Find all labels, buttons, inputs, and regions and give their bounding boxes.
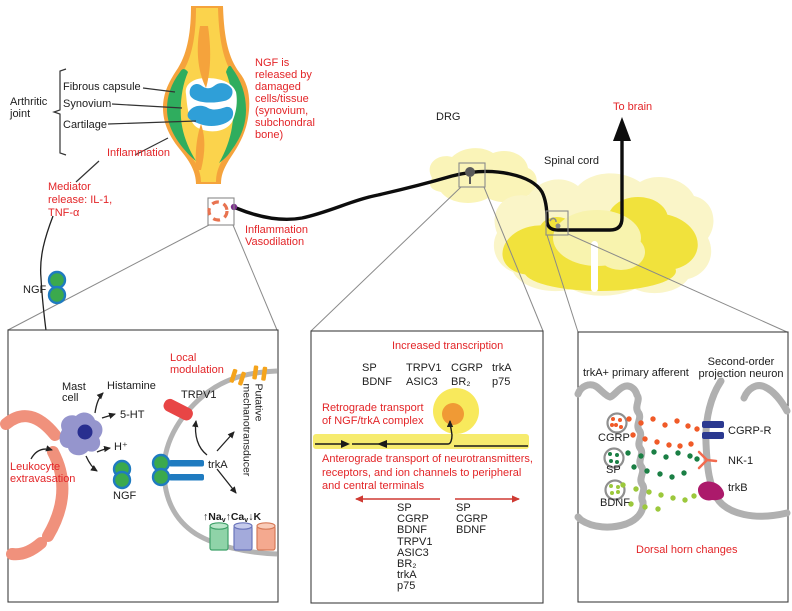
nk1-label: NK-1 [728,455,754,467]
sp-vesicle-label: SP [606,464,621,476]
mast-cell-nucleus [77,424,93,440]
protons-label: H⁺ [114,441,128,453]
trpv1-channel [163,398,193,421]
ngf-top-label: NGF [23,284,47,296]
primary-afferent-label: trkA+ primary afferent [583,367,689,379]
ion-changes-label: ↑Nav↑Cav↓K [203,511,262,524]
cgrp-dots [610,416,700,449]
trka-receptor-complex [151,453,204,487]
bdnf-dots [609,482,697,512]
local-modulation-label: Local modulation [170,352,224,376]
cgrp-receptor [702,421,724,439]
cgrp-vesicle-label: CGRP [598,432,630,444]
mechanotransducer-channels [229,365,268,386]
sp-dots [608,449,700,480]
mast-cell-body [59,412,103,456]
joint-label-lines [52,68,197,183]
arthritic-joint-bracket [52,68,67,156]
connector-lines [7,186,788,333]
synapse-dot [555,223,561,229]
nerve-path [230,117,631,232]
second-order-label: Second-order projection neuron [698,356,784,380]
arthritic-joint-label: Arthritic joint [10,96,48,120]
trka-label: trkA [208,459,228,471]
trpv1-label: TRPV1 [181,389,217,401]
gene-column-trpv1-asic3: TRPV1 ASIC3 [406,362,442,388]
gene-column-trka-p75: trkA p75 [492,362,512,388]
ngf-panel-label: NGF [113,490,137,502]
drg-label: DRG [436,111,461,123]
joint-illustration [163,6,250,184]
cartilage-label: Cartilage [63,119,108,131]
ngf-dimer-free [112,459,132,490]
cgrp-vesicle [606,412,628,434]
middle-panel [310,330,544,604]
projection-neuron-membrane [702,377,791,520]
fibrous-capsule-label: Fibrous capsule [63,81,141,93]
bdnf-vesicle-label: BDNF [600,497,630,509]
to-brain-label: To brain [613,101,653,113]
blood-vessel-wall [0,410,69,561]
cgrp-r-label: CGRP-R [728,425,772,437]
nk1-receptor [697,450,718,470]
anterograde-transport-label: Anterograde transport of neurotransmitte… [322,453,533,492]
synovium-label: Synovium [63,98,112,110]
trkb-label: trkB [728,482,748,494]
primary-afferent-membrane [574,381,648,531]
drg-neuron-soma [465,167,475,177]
drg-nucleus [442,403,464,425]
drg-box [458,162,486,188]
gene-column-cgrp-br2: CGRP BR₂ [451,362,483,388]
gene-column-sp-bdnf: SP BDNF [362,362,392,388]
ngf-released-label: NGF is released by damaged cells/tissue … [255,57,315,141]
peripheral-transport-list: SP CGRP BDNF TRPV1 ASIC3 BR₂ trkA p75 [397,502,433,593]
axonal-transport-lines [315,420,528,448]
mast-cell-arrows [30,392,116,472]
inflammation-label: Inflammation [107,147,170,159]
drg-tissue-blob [429,148,537,203]
serotonin-label: 5-HT [120,409,145,421]
putative-mechanotransducer-label: Putative mechanotransducer [241,383,265,477]
trkb-receptor [698,481,725,501]
increased-transcription-label: Increased transcription [392,340,504,352]
histamine-label: Histamine [107,380,156,392]
dorsal-horn-changes-label: Dorsal horn changes [636,544,738,556]
leukocyte-extravasation-label: Leukocyte extravasation [10,461,76,485]
inflammation-vasodilation-label: Inflammation Vasodilation [245,224,308,248]
vessel-box [207,197,235,226]
spinal-cord-label: Spinal cord [544,155,600,167]
axon-and-soma [313,388,529,449]
mast-cell-label: Mast cell [62,381,86,404]
ion-channels [209,522,276,551]
spinal-box [545,210,569,236]
central-transport-list: SP CGRP BDNF [456,502,488,537]
ngf-dimer-top [47,270,67,305]
retrograde-transport-label: Retrograde transport of NGF/trkA complex [322,402,424,427]
to-brain-arrowhead [613,117,631,141]
trka-signal-arrows [192,420,237,494]
vessel-cross-section [207,200,229,222]
mediator-release-label: Mediator release: IL-1, TNF-α [48,181,113,219]
